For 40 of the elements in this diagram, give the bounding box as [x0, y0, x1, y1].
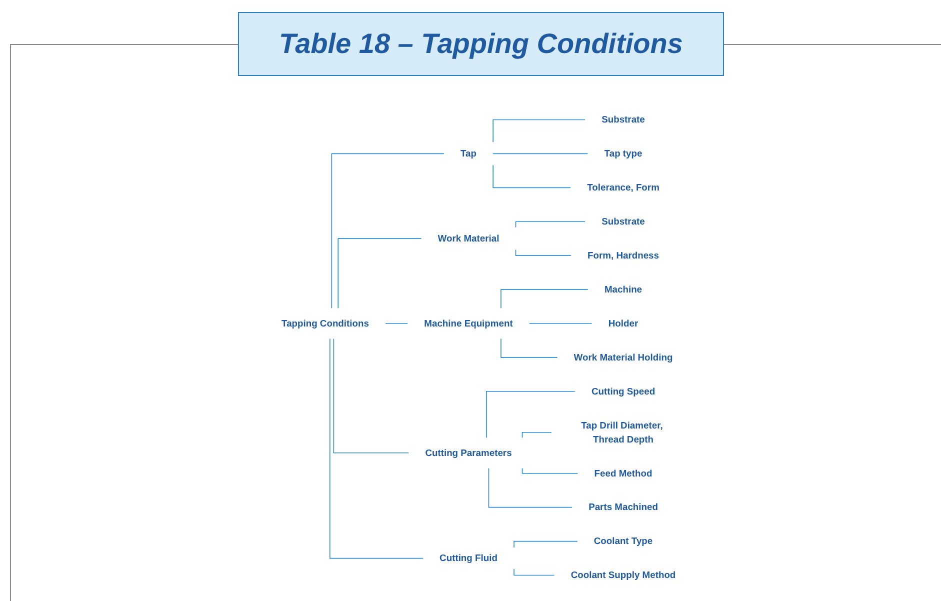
- node-text: Tapping Conditions: [282, 318, 369, 329]
- node-text: Tap: [460, 148, 476, 159]
- connector: [515, 249, 572, 256]
- connector: [338, 238, 422, 309]
- connector: [514, 540, 578, 548]
- node-text: Tap type: [604, 148, 642, 159]
- connector: [522, 432, 552, 438]
- node-text: Holder: [608, 318, 638, 329]
- connector: [528, 323, 592, 324]
- node-text: Coolant Type: [594, 536, 653, 546]
- node-text: Coolant Supply Method: [570, 570, 676, 580]
- node-text: Parts Machined: [588, 502, 658, 512]
- node-text: Cutting Fluid: [440, 552, 498, 564]
- node-text: Cutting Speed: [591, 386, 656, 397]
- node-text: Feed Method: [594, 468, 652, 478]
- node-text: Tolerance, Form: [587, 182, 660, 193]
- node-text: Tap Drill Diameter, Thread Depth: [581, 420, 663, 445]
- connector: [486, 390, 576, 438]
- connector: [522, 468, 578, 474]
- connector: [500, 289, 588, 309]
- connector: [385, 323, 408, 324]
- connector: [492, 119, 586, 143]
- connector: [500, 338, 558, 358]
- connector: [515, 221, 586, 228]
- node-text: Substrate: [602, 216, 645, 227]
- node-text: Work Material: [438, 233, 500, 244]
- connector: [329, 338, 424, 559]
- connector: [492, 153, 588, 154]
- node-text: Cutting Parameters: [425, 448, 512, 458]
- node-text: Machine Equipment: [424, 318, 513, 329]
- connector: [331, 153, 444, 309]
- connector: [488, 468, 572, 508]
- node-text: Machine: [604, 284, 642, 295]
- node-text: Form, Hardness: [588, 250, 659, 261]
- title-banner: Table 18 – Tapping Conditions: [238, 12, 724, 76]
- connector: [333, 338, 410, 454]
- node-text: Substrate: [602, 114, 645, 125]
- connector: [492, 164, 571, 188]
- connector: [514, 568, 555, 576]
- node-text: Work Material Holding: [574, 352, 673, 363]
